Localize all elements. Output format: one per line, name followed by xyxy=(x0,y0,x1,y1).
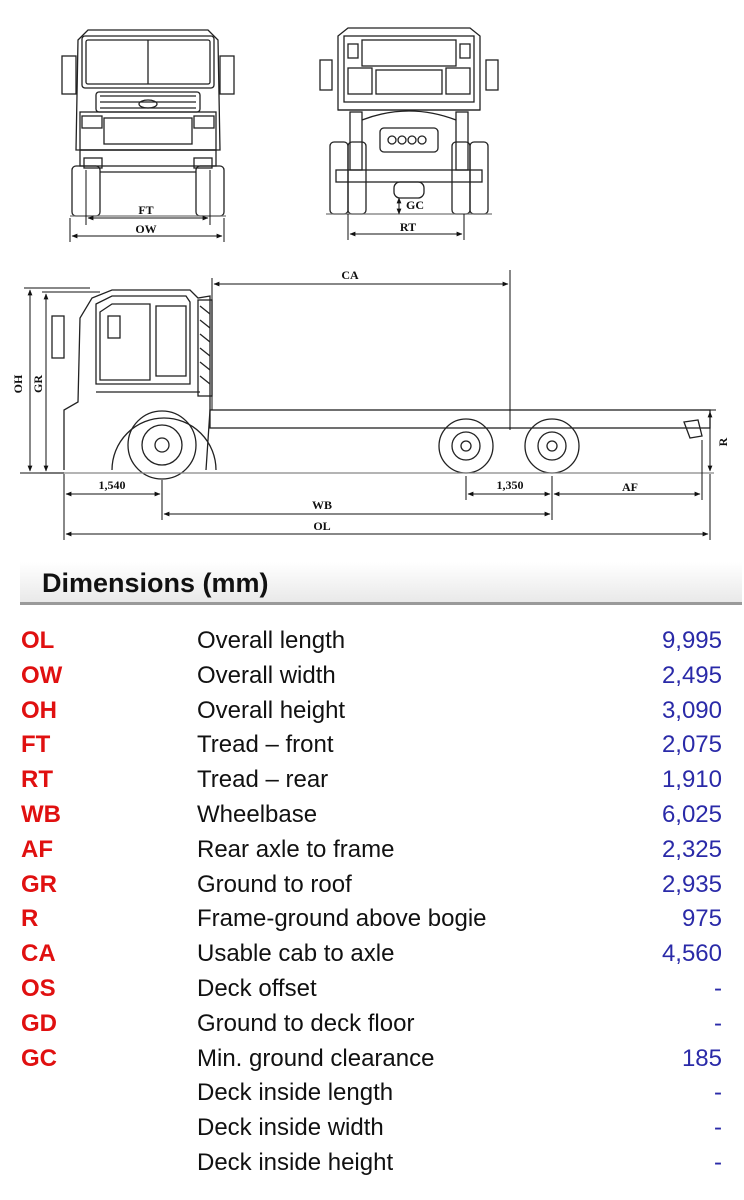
row-code: GR xyxy=(21,870,57,898)
row-label: Overall length xyxy=(197,627,346,654)
row-label: Min. ground clearance xyxy=(197,1044,435,1072)
row-value: 9,995 xyxy=(661,627,722,654)
row-value: 6,025 xyxy=(661,800,722,828)
af-label: AF xyxy=(622,480,638,494)
row-value: 2,495 xyxy=(661,661,722,689)
row-value: 185 xyxy=(681,1044,722,1072)
row-value: 3,090 xyxy=(661,696,722,724)
table-row: Deck inside width - xyxy=(0,1111,744,1146)
row-value: 2,325 xyxy=(661,835,722,863)
row-value: 2,935 xyxy=(661,870,722,898)
row-label: Tread – rear xyxy=(197,766,329,794)
table-row: OH Overall height 3,090 xyxy=(0,694,744,729)
ol-label: OL xyxy=(313,519,330,533)
row-value: - xyxy=(714,974,722,1002)
table-row: OL Overall length 9,995 xyxy=(0,624,744,659)
table-row: R Frame-ground above bogie 975 xyxy=(0,902,744,937)
row-code: GC xyxy=(21,1044,57,1072)
ft-label: FT xyxy=(138,203,153,217)
gr-label: GR xyxy=(31,375,45,393)
row-value: 2,075 xyxy=(661,731,722,759)
front-overhang-label: 1,540 xyxy=(99,478,126,492)
row-label: Deck inside width xyxy=(197,1114,384,1142)
row-label: Deck offset xyxy=(197,974,317,1002)
table-row: GD Ground to deck floor - xyxy=(0,1007,744,1042)
row-value: - xyxy=(714,1148,722,1176)
row-label: Usable cab to axle xyxy=(197,940,395,968)
row-value: - xyxy=(714,1114,722,1142)
row-label: Overall height xyxy=(197,696,346,724)
row-label: Tread – front xyxy=(197,731,334,759)
table-row: OW Overall width 2,495 xyxy=(0,659,744,694)
table-row: OS Deck offset - xyxy=(0,972,744,1007)
table-row: RT Tread – rear 1,910 xyxy=(0,763,744,798)
row-label: Overall width xyxy=(197,661,336,689)
table-row: WB Wheelbase 6,025 xyxy=(0,798,744,833)
side-view-drawing xyxy=(40,289,714,480)
row-code: CA xyxy=(21,940,56,968)
row-value: 4,560 xyxy=(661,940,722,968)
bogie-spacing-label: 1,350 xyxy=(497,478,524,492)
row-value: - xyxy=(714,1079,722,1107)
rear-view-drawing xyxy=(319,27,499,215)
ca-label: CA xyxy=(341,268,359,282)
truck-dimension-drawings: FT OW GC RT xyxy=(11,27,730,540)
table-row: GC Min. ground clearance 185 xyxy=(0,1042,744,1077)
table-row: AF Rear axle to frame 2,325 xyxy=(0,833,744,868)
table-row: CA Usable cab to axle 4,560 xyxy=(0,937,744,972)
rt-label: RT xyxy=(400,220,416,234)
dimensions-section-header: Dimensions (mm) xyxy=(20,562,742,605)
row-value: - xyxy=(714,1009,722,1037)
row-code: OS xyxy=(21,974,56,1002)
side-view-dimensions xyxy=(20,270,716,540)
table-row: FT Tread – front 2,075 xyxy=(0,728,744,763)
rear-view-dimensions xyxy=(347,197,465,240)
row-code: OW xyxy=(21,661,63,689)
row-code: OH xyxy=(21,696,57,724)
section-title: Dimensions (mm) xyxy=(42,568,269,598)
row-label: Deck inside height xyxy=(197,1148,394,1176)
row-code: RT xyxy=(21,766,53,794)
wb-label: WB xyxy=(312,498,332,512)
row-code: WB xyxy=(21,800,61,828)
row-label: Deck inside length xyxy=(197,1079,394,1107)
row-label: Rear axle to frame xyxy=(197,835,395,863)
table-row: Deck inside length - xyxy=(0,1076,744,1111)
ow-label: OW xyxy=(135,222,156,236)
row-code: GD xyxy=(21,1009,57,1037)
oh-label: OH xyxy=(11,374,25,393)
r-label: R xyxy=(716,437,730,446)
row-label: Ground to roof xyxy=(197,870,352,898)
row-code: AF xyxy=(21,835,53,863)
row-code: R xyxy=(21,905,39,933)
row-label: Frame-ground above bogie xyxy=(197,905,487,933)
row-value: 975 xyxy=(681,905,722,933)
front-view-dimensions xyxy=(69,170,225,242)
gc-label: GC xyxy=(406,198,424,212)
row-code: OL xyxy=(21,627,55,654)
row-label: Ground to deck floor xyxy=(197,1009,415,1037)
front-view-drawing xyxy=(61,29,235,217)
table-row: Deck inside height - xyxy=(0,1146,744,1181)
row-value: 1,910 xyxy=(661,766,722,794)
table-row: GR Ground to roof 2,935 xyxy=(0,868,744,903)
row-code: FT xyxy=(21,731,51,759)
row-label: Wheelbase xyxy=(197,800,318,828)
